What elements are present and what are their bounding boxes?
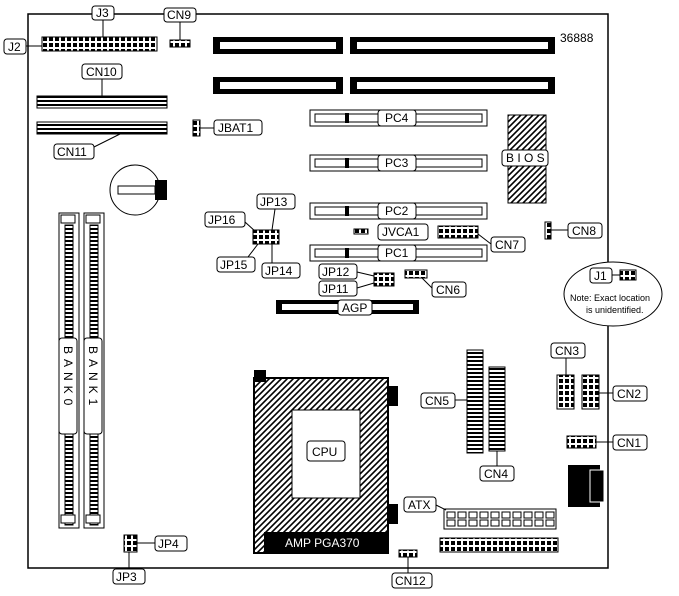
- cn3-label-box: [550, 342, 586, 359]
- cn9-header: [169, 39, 191, 48]
- jp15-label-box: [216, 256, 256, 273]
- jp15-label: JP15: [220, 258, 248, 272]
- jp12-label-box: [318, 263, 358, 280]
- jbat1-label: JBAT1: [218, 121, 253, 135]
- agp-label-box: [337, 299, 373, 316]
- figure-id: 36888: [560, 31, 594, 45]
- cn7-label-box: [490, 236, 526, 253]
- pc4-label-box: [377, 109, 417, 127]
- jp12-jp11-header: [373, 272, 395, 287]
- pc1-label: PC1: [385, 246, 409, 260]
- bios-label-box: [501, 149, 549, 167]
- cn6-header: [404, 269, 428, 279]
- jp13-leader: [271, 208, 276, 231]
- cn6-leader: [421, 277, 433, 289]
- atx-pins: [446, 511, 555, 527]
- jp16-leader: [244, 221, 257, 233]
- atx-lower-connector: [439, 537, 559, 553]
- jp4-label: JP4: [158, 537, 179, 551]
- bank1-label-box: [83, 337, 103, 435]
- jp11-leader: [356, 282, 375, 289]
- cn10-label: CN10: [86, 65, 117, 79]
- jp13-label: JP13: [260, 195, 288, 209]
- jp15-leader: [247, 243, 259, 258]
- cn12-label-box: [391, 572, 433, 589]
- jp13-label-box: [256, 193, 296, 210]
- cn8-header: [544, 221, 552, 240]
- bank0-label: BANK0: [61, 346, 75, 410]
- jvca1-label-box: [377, 223, 429, 241]
- jp-jumper-block: [252, 229, 280, 245]
- atx-leader: [435, 504, 447, 511]
- cn10-header: [36, 95, 168, 109]
- pc1-label-box: [377, 244, 417, 262]
- j2-label: J2: [8, 40, 21, 54]
- cn12-label: CN12: [395, 574, 426, 588]
- cn6-label-box: [431, 281, 467, 298]
- cn6-label: CN6: [436, 283, 460, 297]
- jp14-label: JP14: [265, 264, 293, 278]
- note-line-1: Note: Exact location: [570, 293, 650, 303]
- cn2-label: CN2: [617, 387, 641, 401]
- jvca1-header: [353, 228, 369, 235]
- bank0-label-box: [58, 337, 78, 435]
- cpu-label-box: [306, 440, 346, 462]
- pc3-label-box: [377, 154, 417, 172]
- jp12-leader: [356, 271, 375, 277]
- cn7-leader: [477, 233, 492, 245]
- jp14-label-box: [261, 262, 301, 279]
- cn7-label: CN7: [495, 238, 519, 252]
- socket-lever: [264, 532, 388, 552]
- jp3-label: JP3: [116, 570, 137, 584]
- j1-label: J1: [594, 269, 607, 283]
- cn2-header: [581, 374, 600, 410]
- pc2-label-box: [377, 202, 417, 220]
- pc2-label: PC2: [385, 204, 409, 218]
- cn4-label: CN4: [484, 467, 508, 481]
- jp16-label-box: [204, 211, 246, 228]
- bank1-label: BANK1: [86, 346, 100, 410]
- cn4-header: [488, 366, 506, 452]
- cn3-header: [556, 374, 575, 410]
- cn1-header: [566, 435, 597, 449]
- socket-label: AMP PGA370: [285, 536, 360, 550]
- cn5-label: CN5: [425, 394, 449, 408]
- cn5-header: [466, 349, 484, 454]
- cn11-label: CN11: [57, 145, 87, 159]
- bios-label: B I O S: [506, 151, 545, 165]
- cpu-label: CPU: [312, 445, 337, 459]
- cn1-label: CN1: [617, 436, 641, 450]
- j3-label: J3: [96, 6, 109, 20]
- atx-label: ATX: [408, 498, 430, 512]
- battery-clip: [117, 185, 156, 195]
- cn7-header: [437, 225, 479, 239]
- cn12-header: [398, 549, 418, 558]
- j1-header: [619, 269, 637, 281]
- jp11-label-box: [318, 280, 358, 297]
- pc4-label: PC4: [385, 111, 409, 125]
- j1-note-ellipse: [563, 261, 663, 327]
- jp3-jp4-header: [123, 534, 138, 553]
- cn3-label: CN3: [555, 344, 579, 358]
- jp12-label: JP12: [322, 265, 350, 279]
- jp16-label: JP16: [208, 213, 236, 227]
- jbat1-header: [192, 119, 201, 137]
- cn11-header: [36, 121, 168, 135]
- cn9-label: CN9: [167, 8, 191, 22]
- atx-label-box: [403, 496, 437, 513]
- j3-header: [41, 36, 158, 52]
- note-line-2: is unidentified.: [586, 305, 644, 315]
- agp-label: AGP: [342, 301, 367, 315]
- cn11-label-box: [53, 143, 95, 160]
- cpu-socket: [253, 377, 389, 554]
- jvca1-label: JVCA1: [382, 225, 420, 239]
- pc3-label: PC3: [385, 156, 409, 170]
- cn8-label: CN8: [572, 224, 596, 238]
- cn11-leader: [93, 133, 121, 148]
- jp11-label: JP11: [322, 282, 349, 296]
